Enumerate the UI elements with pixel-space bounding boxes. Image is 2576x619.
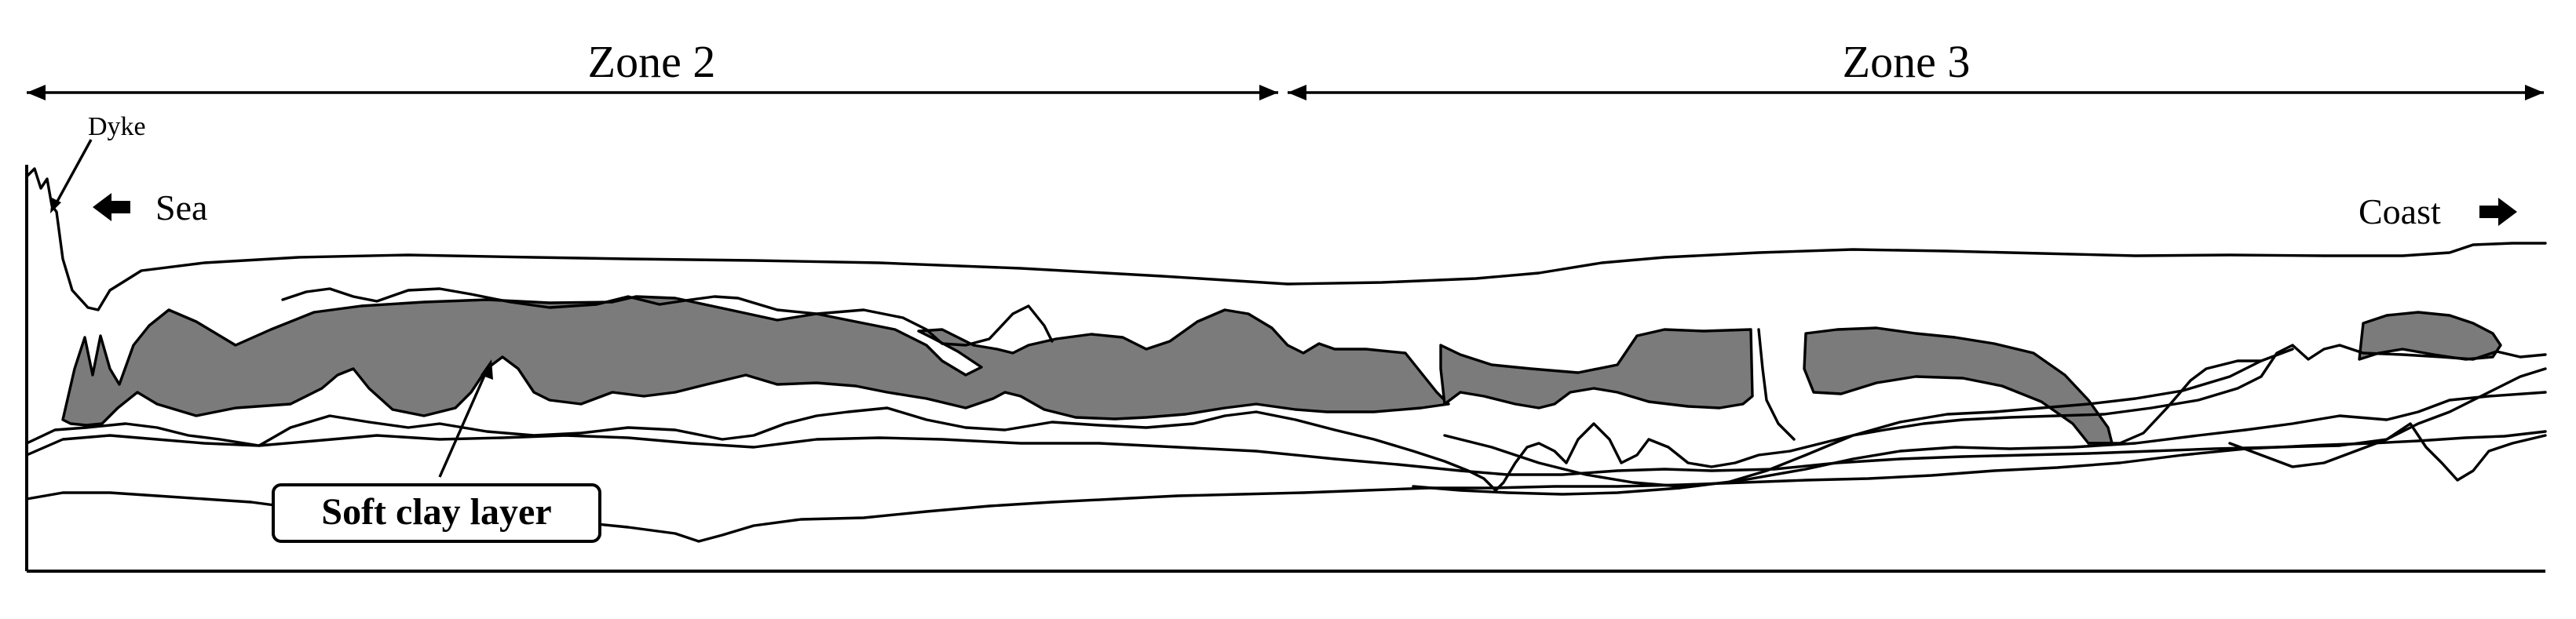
zone-2-right-arrowhead	[1259, 85, 1278, 100]
zone3-vertical-trace-b	[2087, 359, 2263, 445]
dyke-label: Dyke	[88, 112, 146, 141]
soft-clay-label: Soft clay layer	[321, 491, 551, 533]
sea-annotation: Sea	[93, 188, 207, 228]
toe-boundary-zone3	[2228, 422, 2547, 482]
deep-boundary-zone3	[1412, 391, 2547, 496]
crossing-boundary-zone3	[1443, 348, 2294, 488]
profile-frame	[25, 165, 2545, 573]
soft-clay-pointer-line	[438, 370, 488, 478]
zone-dimension-lines: Zone 2 Zone 3	[27, 36, 2544, 100]
arrow-left-icon	[93, 193, 130, 221]
zone-3-label: Zone 3	[1843, 36, 1971, 87]
zone-3-right-arrowhead	[2525, 85, 2544, 100]
clay-body-zone3-c	[2358, 311, 2502, 361]
zone-3-left-arrowhead	[1288, 85, 1306, 100]
sea-label: Sea	[155, 188, 207, 228]
soft-clay-layer	[61, 295, 2502, 445]
soft-clay-callout: Soft clay layer	[272, 359, 601, 543]
clay-body-main	[61, 295, 1450, 427]
soft-clay-pointer-head	[480, 359, 493, 380]
zone3-vertical-trace-a	[1757, 328, 1796, 441]
ground-surface-line	[25, 167, 2547, 311]
zone-2-left-arrowhead	[27, 85, 46, 100]
soft-clay-label-box	[272, 483, 601, 543]
coast-label: Coast	[2359, 191, 2441, 231]
clay-body-zone3-a	[1439, 328, 1754, 410]
zone-2-label: Zone 2	[588, 36, 716, 87]
clay-body-zone3-b	[1803, 326, 2114, 445]
arrow-right-icon	[2479, 198, 2517, 226]
dyke-pointer-head	[50, 198, 61, 213]
dyke-annotation: Dyke	[50, 112, 146, 213]
coast-annotation: Coast	[2359, 191, 2517, 231]
upper-layer-boundary	[281, 287, 1054, 347]
dyke-pointer-line	[53, 139, 93, 206]
middle-layer-boundary	[25, 344, 2547, 492]
